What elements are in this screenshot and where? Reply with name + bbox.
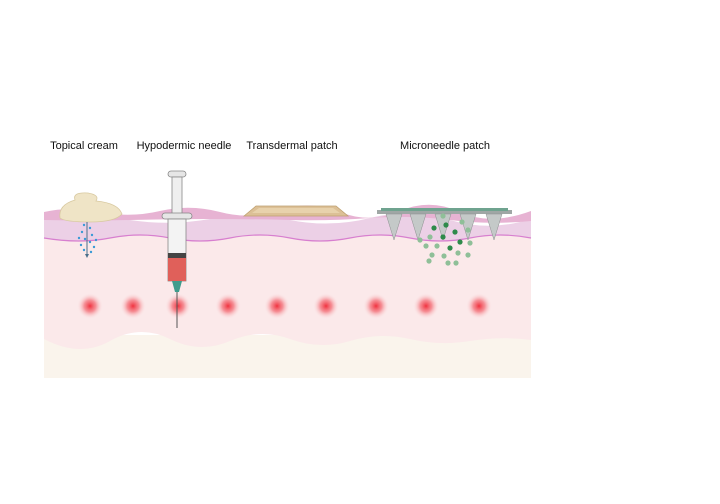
target-sites <box>77 293 492 319</box>
target-site <box>413 293 439 319</box>
target-site <box>466 293 492 319</box>
target-site <box>165 293 191 319</box>
microneedle-patch-illustration <box>377 208 512 266</box>
label-hypodermic-needle: Hypodermic needle <box>136 140 232 152</box>
label-microneedle-patch: Microneedle patch <box>400 140 490 152</box>
epidermis-layer <box>44 213 531 241</box>
transdermal-patch-illustration <box>242 205 350 217</box>
target-site <box>363 293 389 319</box>
topical-cream-illustration <box>59 192 123 258</box>
skin-cross-section <box>43 204 532 378</box>
hypodermic-syringe-illustration <box>161 170 193 328</box>
target-site <box>313 293 339 319</box>
target-site <box>215 293 241 319</box>
label-transdermal-patch: Transdermal patch <box>246 140 338 152</box>
target-site <box>120 293 146 319</box>
target-site <box>77 293 103 319</box>
dermis-layer <box>44 235 531 350</box>
basement-membrane-line <box>43 234 532 242</box>
label-topical-cream: Topical cream <box>50 140 118 152</box>
target-site <box>264 293 290 319</box>
